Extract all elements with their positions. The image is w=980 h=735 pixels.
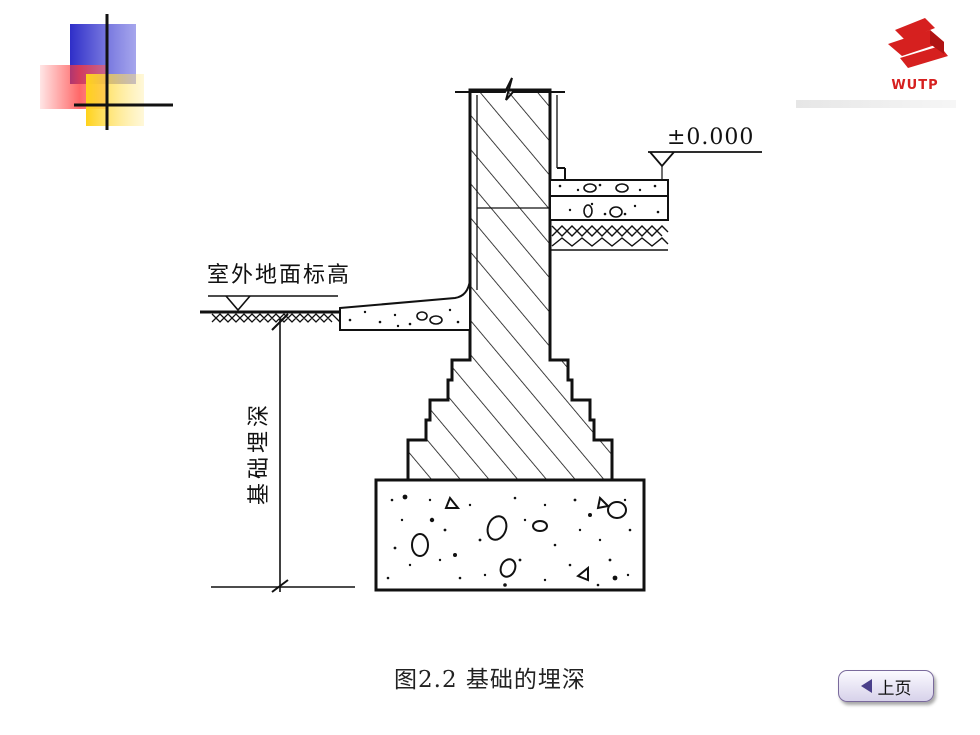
outdoor-ground-label: 室外地面标高 <box>207 263 351 288</box>
interior-floor <box>549 167 669 251</box>
wutp-logo: WUTP <box>796 18 956 108</box>
concrete-pebbles <box>411 495 627 582</box>
stepped-brick-foundation <box>406 88 614 482</box>
logo-text: WUTP <box>891 78 938 93</box>
left-arrow-icon <box>860 679 872 693</box>
previous-page-button[interactable]: 上页 <box>838 670 934 702</box>
figure-caption: 图2.2 基础的埋深 <box>394 667 586 693</box>
outdoor-ground: 室外地面标高 <box>200 263 351 323</box>
exterior-apron <box>339 279 471 331</box>
elevation-label: ±0.000 <box>667 125 754 150</box>
previous-page-label: 上页 <box>877 678 912 699</box>
concrete-aggregate <box>386 494 632 587</box>
elevation-marker: ±0.000 <box>648 125 762 180</box>
corner-decoration <box>40 14 173 130</box>
foundation-section-diagram: ±0.000 室外地面标高 <box>200 77 762 593</box>
depth-label: 基础埋深 <box>247 401 272 505</box>
depth-dimension: 基础埋深 <box>211 313 355 593</box>
